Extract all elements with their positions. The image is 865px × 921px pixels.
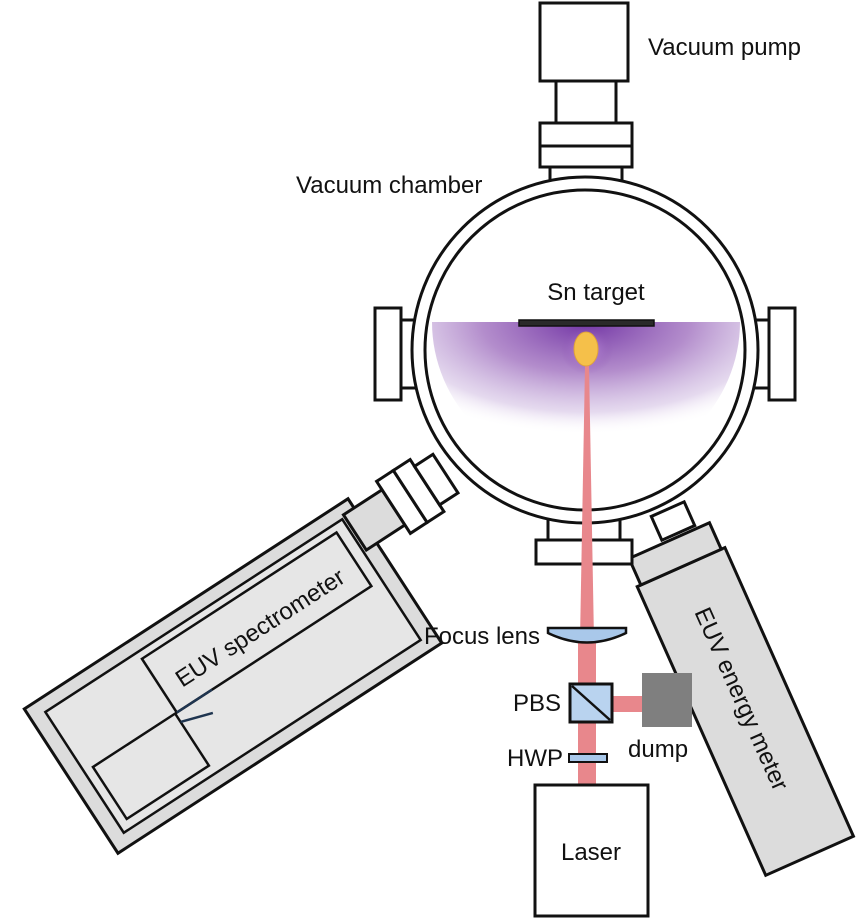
beam-lens-to-pbs: [578, 640, 596, 692]
hwp-plate: [568, 753, 608, 763]
pump-flange-upper: [538, 121, 634, 148]
spectrometer-grating-box: [140, 530, 374, 715]
energy-meter-port: [649, 499, 697, 543]
spectrometer-coupling: [341, 452, 461, 553]
energy-meter-connector: [627, 520, 724, 587]
spectrometer-port: [412, 452, 461, 507]
label-hwp: HWP: [507, 745, 563, 772]
spectrometer-detector-box: [91, 711, 211, 821]
pump-flange-lower: [538, 144, 634, 169]
pump-neck: [554, 79, 618, 125]
label-vacuum-pump: Vacuum pump: [648, 34, 801, 61]
label-pbs: PBS: [513, 690, 561, 717]
fiber-line-1: [176, 688, 213, 714]
sn-target-plate: [518, 319, 655, 327]
label-dump: dump: [628, 736, 688, 763]
laser-box: [533, 783, 650, 918]
label-sn-target: Sn target: [547, 279, 645, 306]
plasma-core: [573, 331, 599, 367]
beam-dump: [642, 673, 692, 727]
label-laser: Laser: [561, 839, 621, 866]
label-vacuum-chamber: Vacuum chamber: [296, 172, 482, 199]
pump-body: [538, 1, 630, 83]
focused-beam: [580, 365, 594, 640]
beam-to-dump: [612, 696, 642, 712]
fiber-line-2: [180, 711, 214, 724]
label-focus-lens: Focus lens: [424, 623, 540, 650]
pbs-cube: [568, 682, 614, 724]
vacuum-pump: [538, 1, 634, 193]
focus-lens: [546, 626, 628, 644]
euv-spectrometer: EUV spectrometer: [22, 496, 444, 856]
laser-beam: [578, 365, 642, 788]
